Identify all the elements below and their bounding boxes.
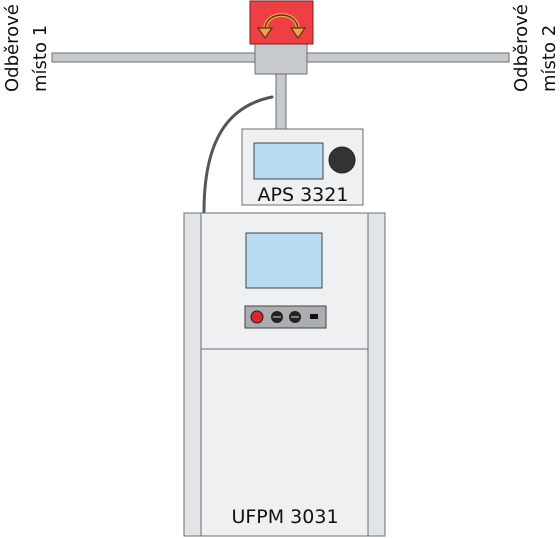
- aps-knob: [328, 146, 356, 174]
- cabinet-lower-panel: [200, 348, 369, 537]
- ufpm-label: UFPM 3031: [231, 506, 338, 528]
- aps-label: APS 3321: [258, 184, 349, 206]
- red-button-icon: [250, 310, 264, 324]
- valve: [249, 0, 314, 45]
- svg-text:Odběrové: Odběrové: [511, 4, 532, 92]
- valve-body: [249, 0, 314, 45]
- rotate-arrow-icon: [256, 13, 307, 40]
- control-strip-body: [244, 305, 327, 329]
- vertical-pipe: [275, 73, 287, 131]
- aps-screen: [253, 142, 324, 180]
- svg-text:místo 2: místo 2: [539, 25, 560, 92]
- right-outlet-label: Odběrové místo 2: [511, 4, 560, 92]
- cabinet-right-side: [367, 212, 386, 537]
- pipe-junction: [254, 42, 308, 75]
- svg-text:Odběrové: Odběrové: [2, 4, 23, 92]
- left-outlet-label: Odběrové místo 1: [2, 4, 51, 92]
- aps-device: APS 3321: [241, 128, 364, 206]
- connector-slot-icon: [310, 314, 318, 319]
- control-strip: [244, 305, 327, 329]
- cabinet-left-side: [183, 212, 202, 537]
- svg-text:místo 1: místo 1: [30, 25, 51, 92]
- ufpm-screen: [245, 232, 323, 289]
- ufpm-cabinet: UFPM 3031: [183, 212, 386, 537]
- connecting-cable: [202, 95, 274, 214]
